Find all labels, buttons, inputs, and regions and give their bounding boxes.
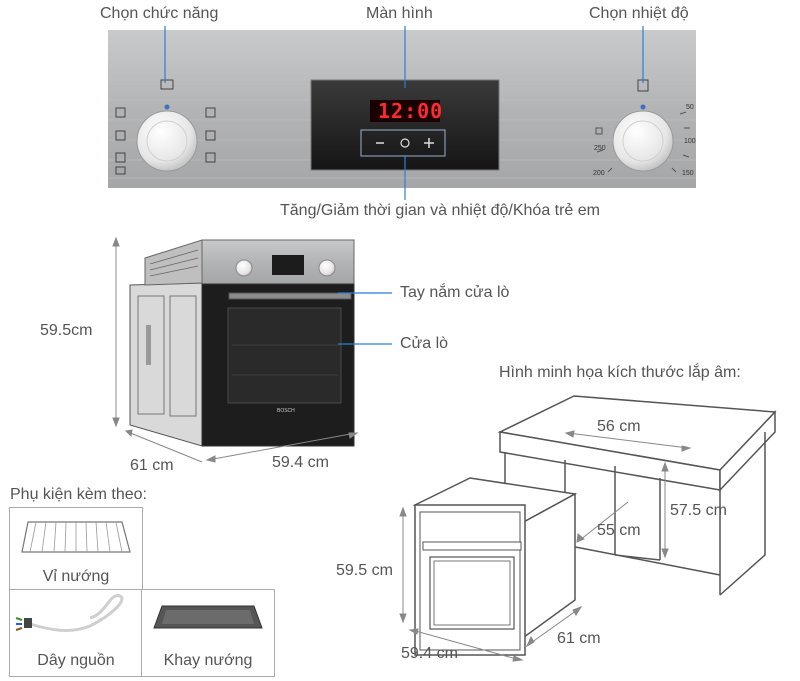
install-oven-depth-label: 61 cm <box>557 630 601 647</box>
temperature-select-label: Chọn nhiệt độ <box>589 5 689 22</box>
accessories-title: Phụ kiện kèm theo: <box>10 486 147 503</box>
temp-tick-50: 50 <box>686 104 694 111</box>
install-dimension-lines <box>399 430 692 662</box>
wire-rack-icon <box>21 521 131 553</box>
function-select-label: Chọn chức năng <box>100 5 219 22</box>
baking-tray-icon <box>153 605 263 629</box>
oven-dimension-lines <box>112 236 359 463</box>
power-cord-icon <box>15 594 124 632</box>
control-panel <box>108 30 696 188</box>
door-handle-label: Tay nắm cửa lò <box>400 284 510 301</box>
oven-callouts <box>338 292 392 345</box>
accessory-label: Vỉ nướng <box>42 568 110 585</box>
install-oven-width-label: 59.4 cm <box>401 645 458 662</box>
oven-door-label: Cửa lò <box>400 335 449 352</box>
oven-height-label: 59.5cm <box>40 322 93 339</box>
temp-tick-150: 150 <box>682 170 694 177</box>
cabinet-illustration <box>412 395 777 656</box>
installation-title: Hình minh họa kích thước lắp âm: <box>499 364 741 381</box>
temp-tick-200: 200 <box>593 170 605 177</box>
touch-controls-text: Tăng/Giảm thời gian và nhiệt độ/ <box>280 202 513 219</box>
accessory-wire-rack: Vỉ nướng <box>9 507 143 591</box>
install-oven-height-label: 59.5 cm <box>336 562 393 579</box>
child-lock-text: Khóa trẻ em <box>512 202 600 219</box>
panel-callouts <box>164 26 644 200</box>
touch-controls-label: Tăng/Giảm thời gian và nhiệt độ/Khóa trẻ… <box>280 202 600 220</box>
accessory-power-cord: Dây nguồn <box>9 589 143 677</box>
temperature-scale <box>595 111 690 173</box>
oven-depth-label: 61 cm <box>130 457 174 474</box>
oven-width-label: 59.4 cm <box>272 454 329 471</box>
temperature-knob[interactable] <box>612 79 674 172</box>
accessory-label: Khay nướng <box>163 652 253 669</box>
display-clock: 12:00 <box>378 99 444 123</box>
cabinet-width-label: 56 cm <box>597 418 641 435</box>
display-label: Màn hình <box>366 5 433 22</box>
function-knob[interactable] <box>136 79 198 172</box>
cabinet-depth-label: 55 cm <box>597 522 641 539</box>
brand-logo: BOSCH <box>277 408 295 414</box>
accessory-baking-tray: Khay nướng <box>141 589 275 677</box>
temp-tick-250: 250 <box>594 145 606 152</box>
oven-illustration <box>129 239 355 447</box>
temp-tick-100: 100 <box>684 138 696 145</box>
function-mode-icons <box>115 107 216 175</box>
cabinet-height-label: 57.5 cm <box>670 502 727 519</box>
accessory-label: Dây nguồn <box>37 652 115 669</box>
